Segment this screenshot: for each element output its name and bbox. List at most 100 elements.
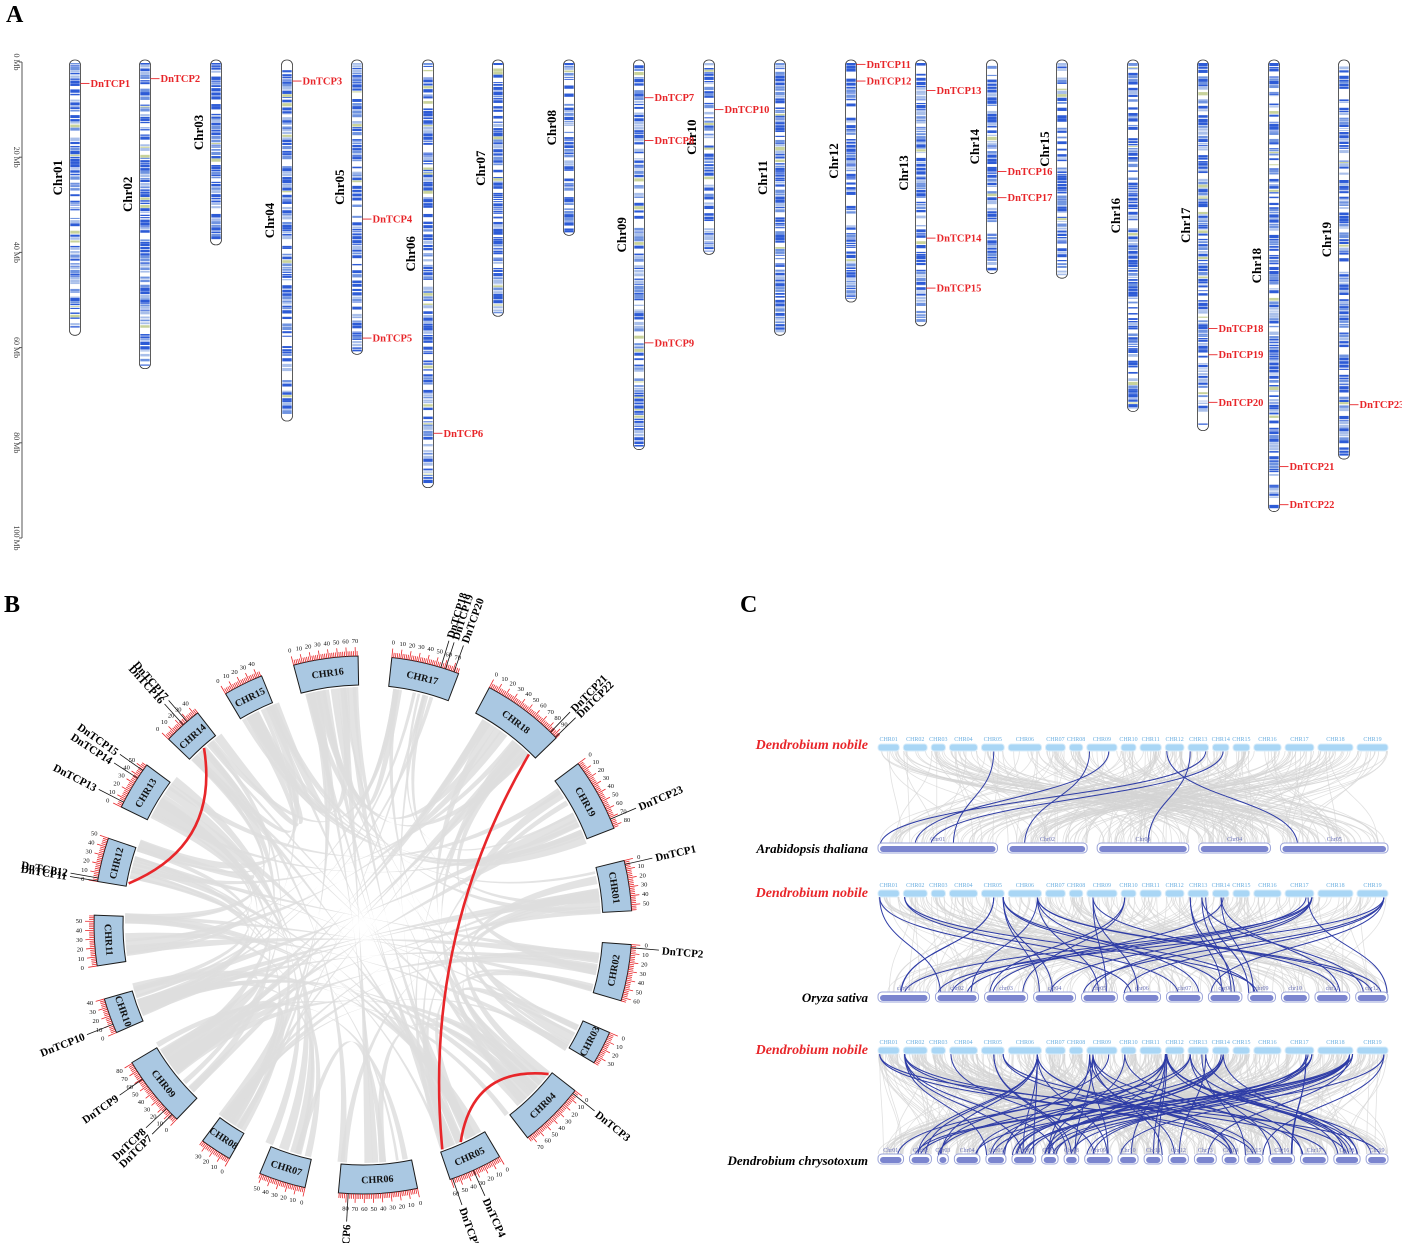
circos-tick-label: 30 [607,1061,614,1068]
density-band [1269,164,1279,166]
density-band [282,74,292,77]
density-band [987,74,997,77]
bottom-chromosome-label: Chr08 [1064,1148,1079,1154]
density-band [70,107,80,110]
bottom-chromosome-bar [1146,1157,1161,1163]
synteny-gray-link [971,896,974,993]
circos-tick-label: 50 [129,757,136,764]
density-band [493,123,503,127]
density-band [634,273,644,277]
top-chromosome-bar [1139,743,1162,752]
synteny-gray-link [1020,750,1343,844]
density-band [775,98,785,101]
circos-tick [236,676,242,686]
circos-tick [153,1097,158,1102]
synteny-tcp-link [1290,1053,1307,1155]
density-band [704,187,714,191]
circos-tick [559,1108,564,1113]
synteny-tcp-link [930,750,1224,845]
density-band [423,253,433,255]
circos-gene-label: DnTCP6 [339,1224,353,1243]
circos-tick [101,1005,107,1008]
synteny-gray-link [1216,750,1237,844]
gene-label: DnTCP6 [444,429,484,440]
synteny-tcp-link [938,1053,1224,1155]
bottom-chromosome-bar [1099,846,1187,852]
circos-tick [627,873,633,875]
chromosome-label: Chr11 [755,160,770,195]
synteny-tcp-link [900,896,995,993]
synteny-tcp-link [1021,1053,1351,1155]
density-band [423,444,433,447]
circos-tick [530,1134,537,1143]
density-band [282,367,292,372]
density-band [1269,219,1279,223]
density-band [1269,420,1279,424]
density-band [211,85,221,88]
density-band [140,287,150,291]
density-band [1128,323,1138,326]
density-band [70,223,80,227]
density-band [140,241,150,244]
segmental-duplication-link [128,747,208,885]
circos-tick [541,720,546,725]
density-band [1128,201,1138,204]
density-band [1198,263,1208,265]
circos-tick [533,710,540,718]
density-band [211,233,221,237]
synteny-tcp-link [915,1053,1351,1155]
circos-tick-label: 40 [87,1000,94,1007]
density-band [704,96,714,98]
density-band [634,321,644,326]
density-band [846,121,856,123]
circos-tick [622,995,628,998]
density-band [1128,170,1138,172]
density-band [775,231,785,235]
synteny-tcp-link [1201,896,1232,993]
density-band [1269,493,1279,496]
density-band [211,115,221,117]
synteny-gray-link [1179,750,1246,844]
circos-tick-label: 60 [361,1206,368,1213]
density-band [634,65,644,69]
density-band [1198,324,1208,327]
circos-tick [598,792,604,796]
top-chromosome-bar [1356,743,1389,752]
synteny-gray-link [885,1053,903,1155]
circos-tick [549,1118,554,1123]
circos-tick [240,679,244,685]
density-band [352,173,362,175]
density-band [140,174,150,178]
density-band [564,166,574,170]
circos-tick [565,1101,570,1106]
density-band [775,299,785,303]
circos-tick-label: 20 [77,946,84,953]
circos-tick [417,652,421,662]
density-band [1198,268,1208,272]
top-chromosome-bar [1284,1046,1315,1055]
density-band [704,122,714,126]
density-band [282,316,292,320]
circos-tick [519,698,526,707]
synteny-gray-link [914,896,921,993]
bottom-chromosome-bar [1035,995,1074,1001]
circos-gene-tick [145,1108,167,1129]
circos-tick [532,711,536,717]
synteny-gray-link [1196,750,1341,844]
density-band [423,363,433,365]
circos-tick [473,1169,477,1175]
circos-tick [603,1045,609,1049]
synteny-tcp-link [1048,1053,1126,1155]
density-band [916,162,926,164]
bottom-chromosome-label: chr11 [1326,986,1339,992]
circos-tick [273,1179,277,1185]
synteny-tcp-link [879,1053,1254,1155]
density-band [140,134,150,136]
density-band [1339,218,1349,222]
density-band [564,110,574,112]
density-band [775,173,785,175]
circos-tick [138,766,144,771]
circos-tick [88,965,98,968]
gene-label: DnTCP8 [655,136,695,147]
density-band [493,267,503,270]
